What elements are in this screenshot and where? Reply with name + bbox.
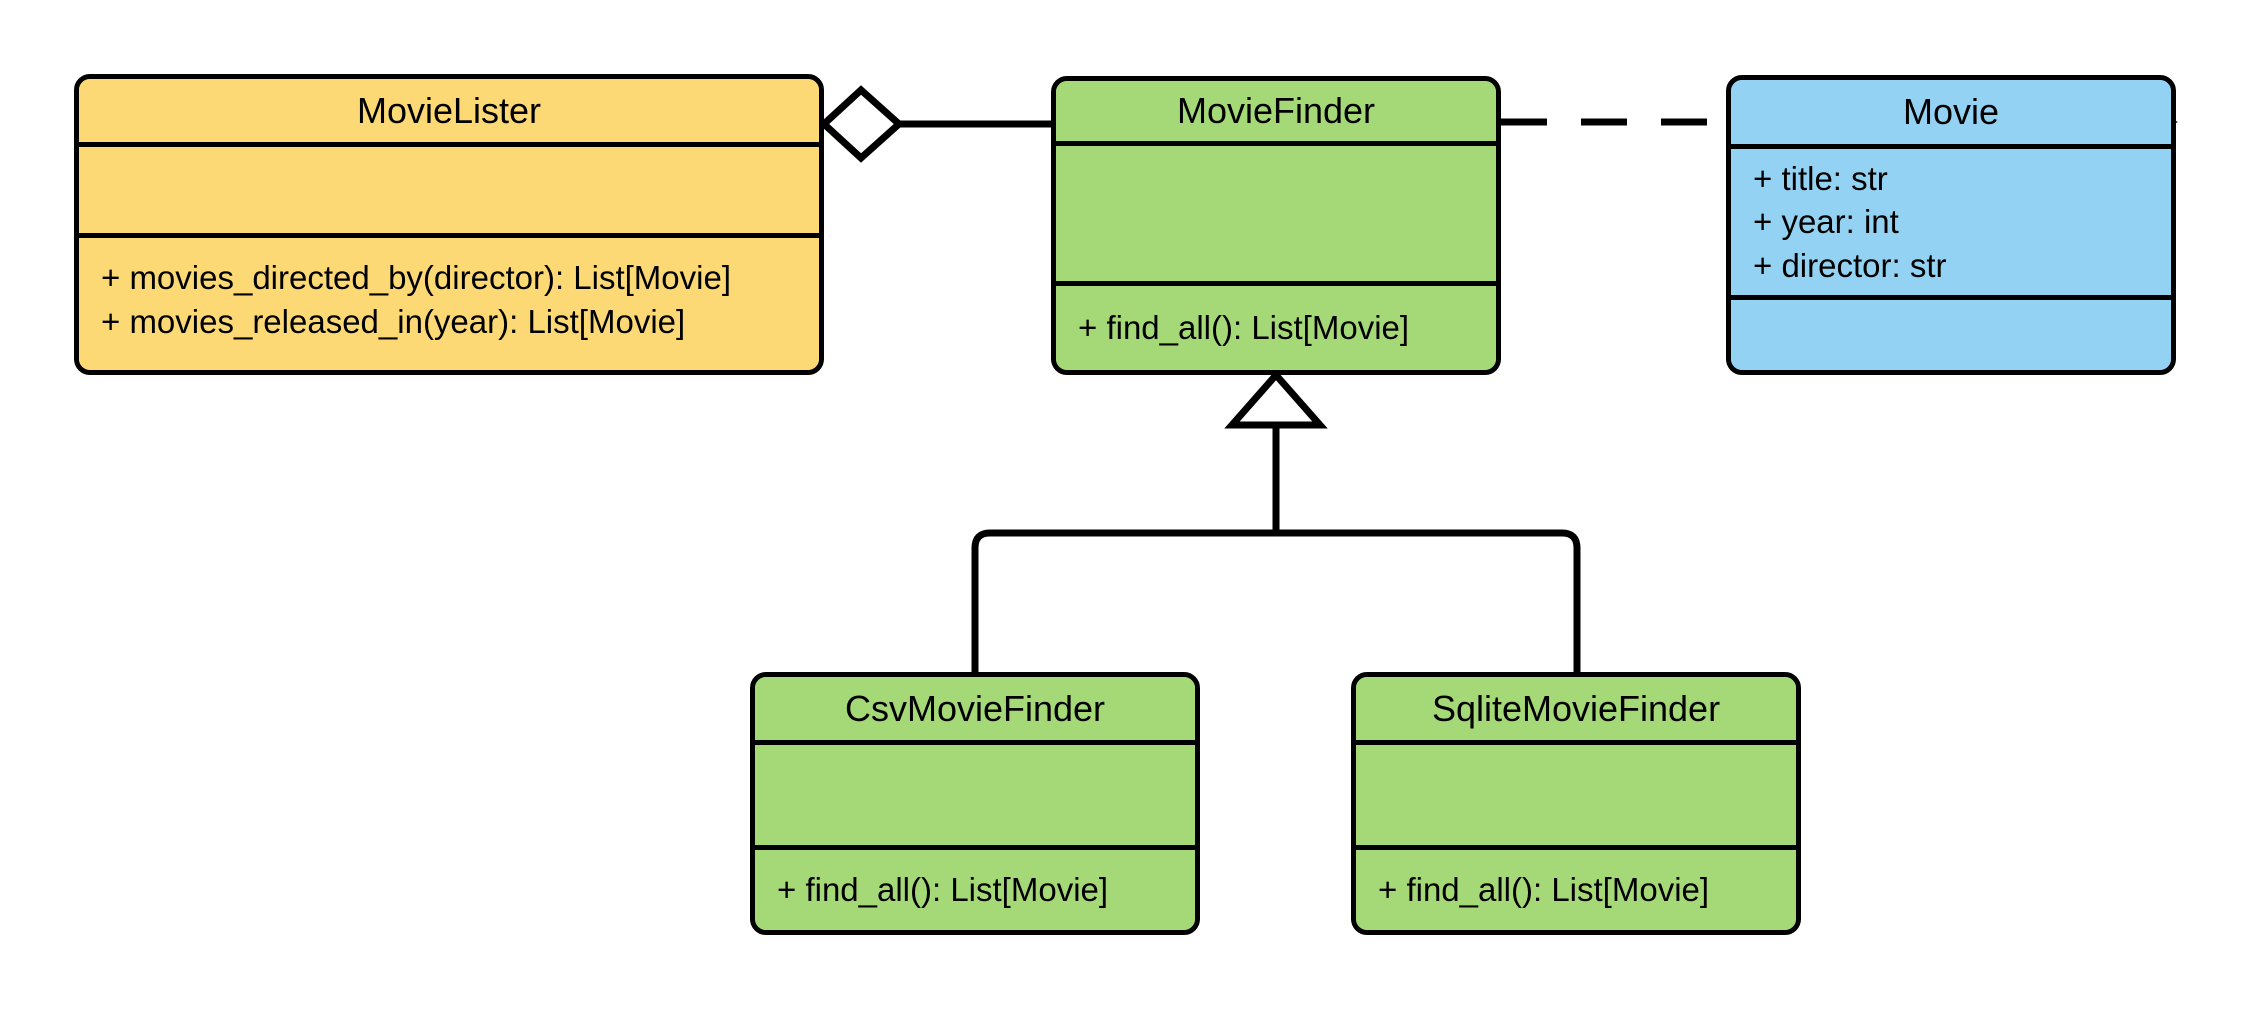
method-item: + movies_released_in(year): List[Movie] [101, 302, 686, 340]
attribute-item: + year: int [1753, 203, 1899, 241]
class-name-compartment: MovieLister [79, 79, 819, 142]
class-name-compartment: SqliteMovieFinder [1356, 677, 1796, 740]
attributes-compartment [1356, 740, 1796, 845]
generalization-tree-to-finder[interactable] [971, 369, 1581, 672]
class-name-compartment: Movie [1731, 80, 2171, 144]
class-box-movie-finder[interactable]: MovieFinder + find_all(): List[Movie] [1051, 76, 1501, 375]
attributes-compartment [79, 142, 819, 233]
hollow-triangle-marker [1224, 369, 1328, 429]
method-item: + find_all(): List[Movie] [777, 871, 1109, 909]
class-name-label: MovieFinder [1176, 90, 1376, 132]
attributes-compartment [1056, 141, 1496, 281]
hollow-diamond-marker [818, 85, 905, 163]
method-item: + find_all(): List[Movie] [1078, 309, 1410, 347]
generalization-branches [971, 529, 1581, 672]
class-box-sqlite-movie-finder[interactable]: SqliteMovieFinder + find_all(): List[Mov… [1351, 672, 1801, 935]
class-name-label: Movie [1902, 91, 2000, 133]
class-name-label: SqliteMovieFinder [1431, 687, 1721, 729]
attributes-compartment [755, 740, 1195, 845]
class-name-label: CsvMovieFinder [844, 687, 1106, 729]
class-box-csv-movie-finder[interactable]: CsvMovieFinder + find_all(): List[Movie] [750, 672, 1200, 935]
methods-compartment: + find_all(): List[Movie] [1056, 281, 1496, 370]
attribute-item: + title: str [1753, 159, 1888, 197]
method-item: + movies_directed_by(director): List[Mov… [101, 259, 731, 296]
attribute-item: + director: str [1753, 246, 1947, 284]
attributes-compartment: + title: str + year: int + director: str [1731, 144, 2171, 295]
methods-compartment: + find_all(): List[Movie] [755, 845, 1195, 930]
class-name-compartment: MovieFinder [1056, 81, 1496, 141]
methods-compartment [1731, 295, 2171, 370]
class-name-label: MovieLister [356, 89, 542, 131]
method-item: + find_all(): List[Movie] [1378, 871, 1710, 909]
class-box-movie[interactable]: Movie + title: str + year: int + directo… [1726, 75, 2176, 375]
methods-compartment: + movies_directed_by(director): List[Mov… [79, 233, 819, 370]
class-name-compartment: CsvMovieFinder [755, 677, 1195, 740]
class-box-movie-lister[interactable]: MovieLister + movies_directed_by(directo… [74, 74, 824, 375]
aggregation-lister-to-finder[interactable] [818, 85, 1051, 163]
methods-compartment: + find_all(): List[Movie] [1356, 845, 1796, 930]
